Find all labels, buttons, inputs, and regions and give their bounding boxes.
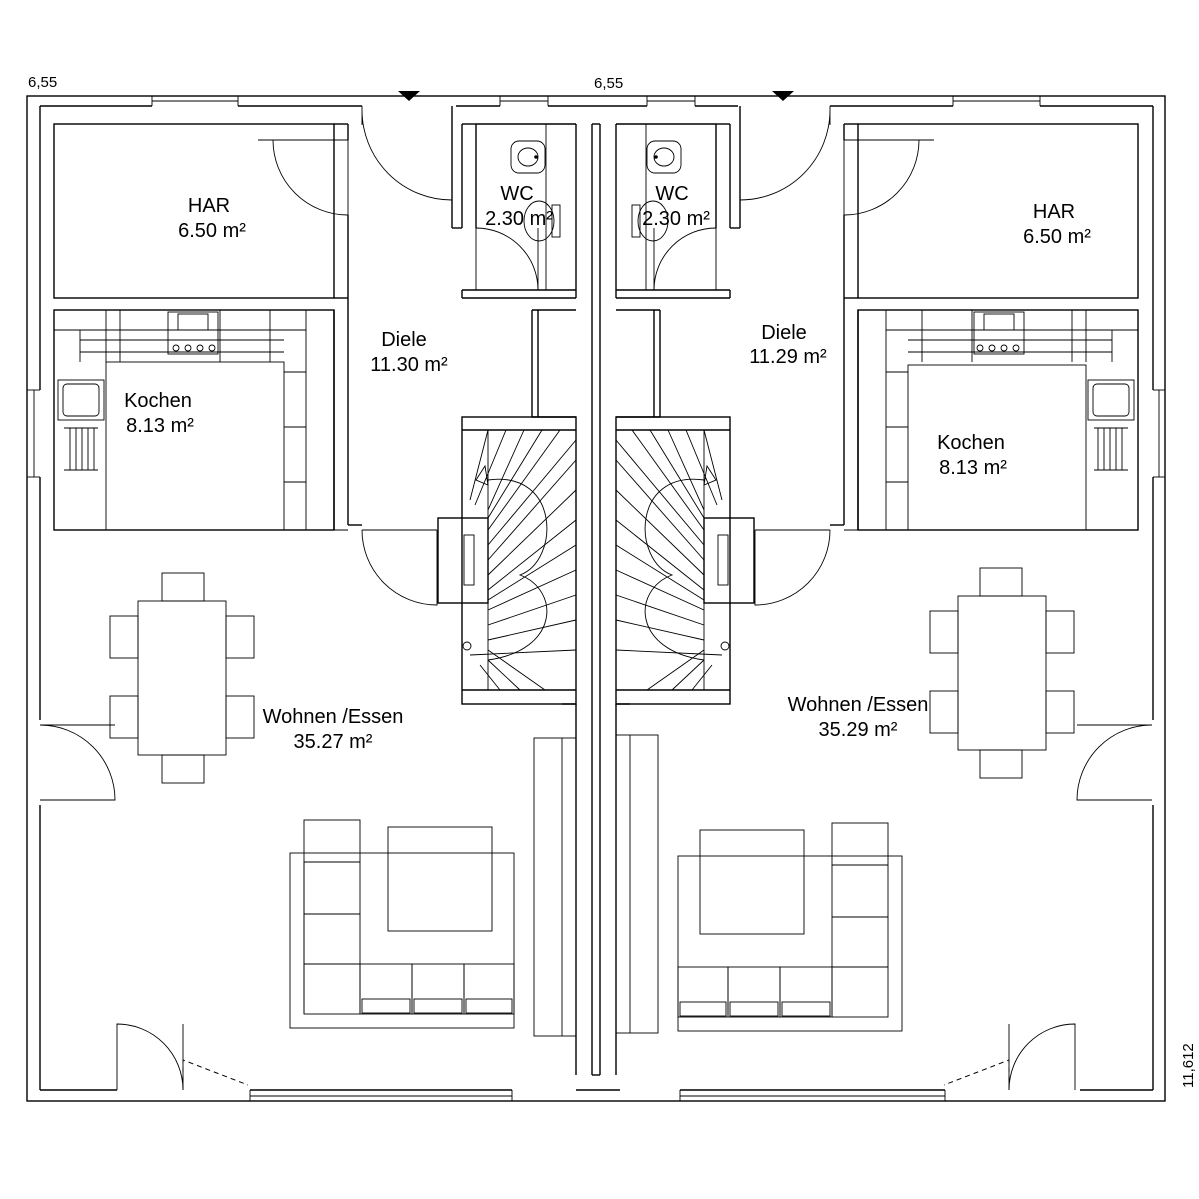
right-unit	[615, 106, 1153, 1091]
room-diele-area-left: 11.30 m²	[370, 354, 448, 376]
table-icon	[387, 826, 493, 932]
room-wc-name-right: WC	[655, 183, 688, 205]
chair-icon	[109, 572, 255, 784]
room-wohnen-area-left: 35.27 m²	[294, 731, 373, 753]
room-diele-name-right: Diele	[761, 322, 807, 344]
entrance-marker-icon	[772, 91, 794, 101]
door-swing-icon	[361, 106, 453, 201]
left-unit	[39, 106, 577, 1091]
room-diele-area-right: 11.29 m²	[749, 346, 827, 368]
room-wc-name-left: WC	[500, 183, 533, 205]
entrance-marker-icon	[398, 91, 420, 101]
outer-walls	[26, 95, 1166, 1102]
room-wc-area-right: 2.30 m²	[642, 208, 710, 230]
room-har-name-right: HAR	[1033, 201, 1075, 223]
door-swing-icon	[272, 139, 349, 216]
sofa-icon	[289, 819, 515, 1029]
door-swing-icon	[361, 529, 438, 606]
room-kochen-name-right: Kochen	[937, 432, 1005, 454]
room-kochen-area-right: 8.13 m²	[939, 457, 1007, 479]
room-kochen-area-left: 8.13 m²	[126, 415, 194, 437]
door-swing-icon	[39, 724, 116, 801]
dimension-left-width: 6,55	[28, 74, 57, 91]
room-har-area-right: 6.50 m²	[1023, 226, 1091, 248]
door-swing-icon	[475, 227, 539, 291]
room-har-area-left: 6.50 m²	[178, 220, 246, 242]
room-wc-area-left: 2.30 m²	[485, 208, 553, 230]
table-icon	[137, 600, 227, 756]
room-wohnen-name-right: Wohnen /Essen	[788, 694, 929, 716]
room-wohnen-name-left: Wohnen /Essen	[263, 706, 404, 728]
room-har-name-left: HAR	[188, 195, 230, 217]
sink-icon	[57, 379, 105, 471]
dimension-right-width: 6,55	[594, 75, 623, 92]
door-swing-icon	[116, 1023, 184, 1091]
party-wall	[591, 123, 601, 1076]
dimension-depth: 11,612	[1180, 1043, 1197, 1088]
room-wohnen-area-right: 35.29 m²	[819, 719, 898, 741]
room-kochen-name-left: Kochen	[124, 390, 192, 412]
stove-icon	[167, 311, 219, 355]
stair-icon	[437, 416, 577, 705]
room-diele-name-left: Diele	[381, 329, 427, 351]
sink-icon	[510, 140, 546, 174]
toilet-icon	[523, 200, 561, 242]
